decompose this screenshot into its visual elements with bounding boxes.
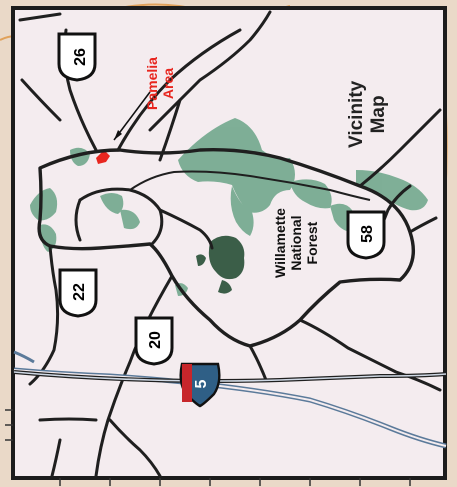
interstate-5	[13, 370, 447, 383]
forest-line-1: Willamette	[272, 208, 288, 278]
forest-areas	[30, 118, 428, 296]
roads	[18, 10, 442, 478]
vicinity-map-title: Vicinity Map	[346, 81, 390, 148]
pamelia-area-marker	[96, 150, 110, 164]
interstate-5-label: 5	[193, 379, 210, 388]
us-26-label: 26	[72, 48, 89, 66]
rivers	[13, 350, 447, 449]
pamelia-line-2: Area	[160, 67, 176, 100]
willamette-national-forest-label: Willamette National Forest	[272, 208, 320, 278]
us-26-shield: 26	[57, 32, 97, 82]
us-58-shield: 58	[346, 210, 386, 260]
pamelia-line-1: Pamelia	[144, 57, 160, 110]
forest-dark-patches	[196, 235, 245, 294]
pamelia-area-label: Pamelia Area	[144, 57, 176, 110]
map-border	[11, 6, 447, 480]
us-20-label: 20	[147, 331, 164, 349]
title-line-1: Vicinity	[346, 80, 367, 148]
us-22-shield: 22	[58, 268, 98, 318]
county-line	[129, 170, 371, 201]
us-20-shield: 20	[134, 316, 174, 366]
interstate-shield-red-band	[182, 364, 192, 402]
forest-line-2: National	[288, 215, 304, 271]
forest-boundary	[37, 148, 415, 348]
forest-line-3: Forest	[304, 221, 320, 265]
edge-ticks	[5, 409, 411, 486]
us-22-label: 22	[71, 283, 88, 301]
us-58-label: 58	[359, 225, 376, 243]
title-line-2: Map	[368, 95, 389, 134]
pointer-arrowhead	[114, 130, 122, 140]
interstate-5-shield: 5	[179, 362, 221, 408]
